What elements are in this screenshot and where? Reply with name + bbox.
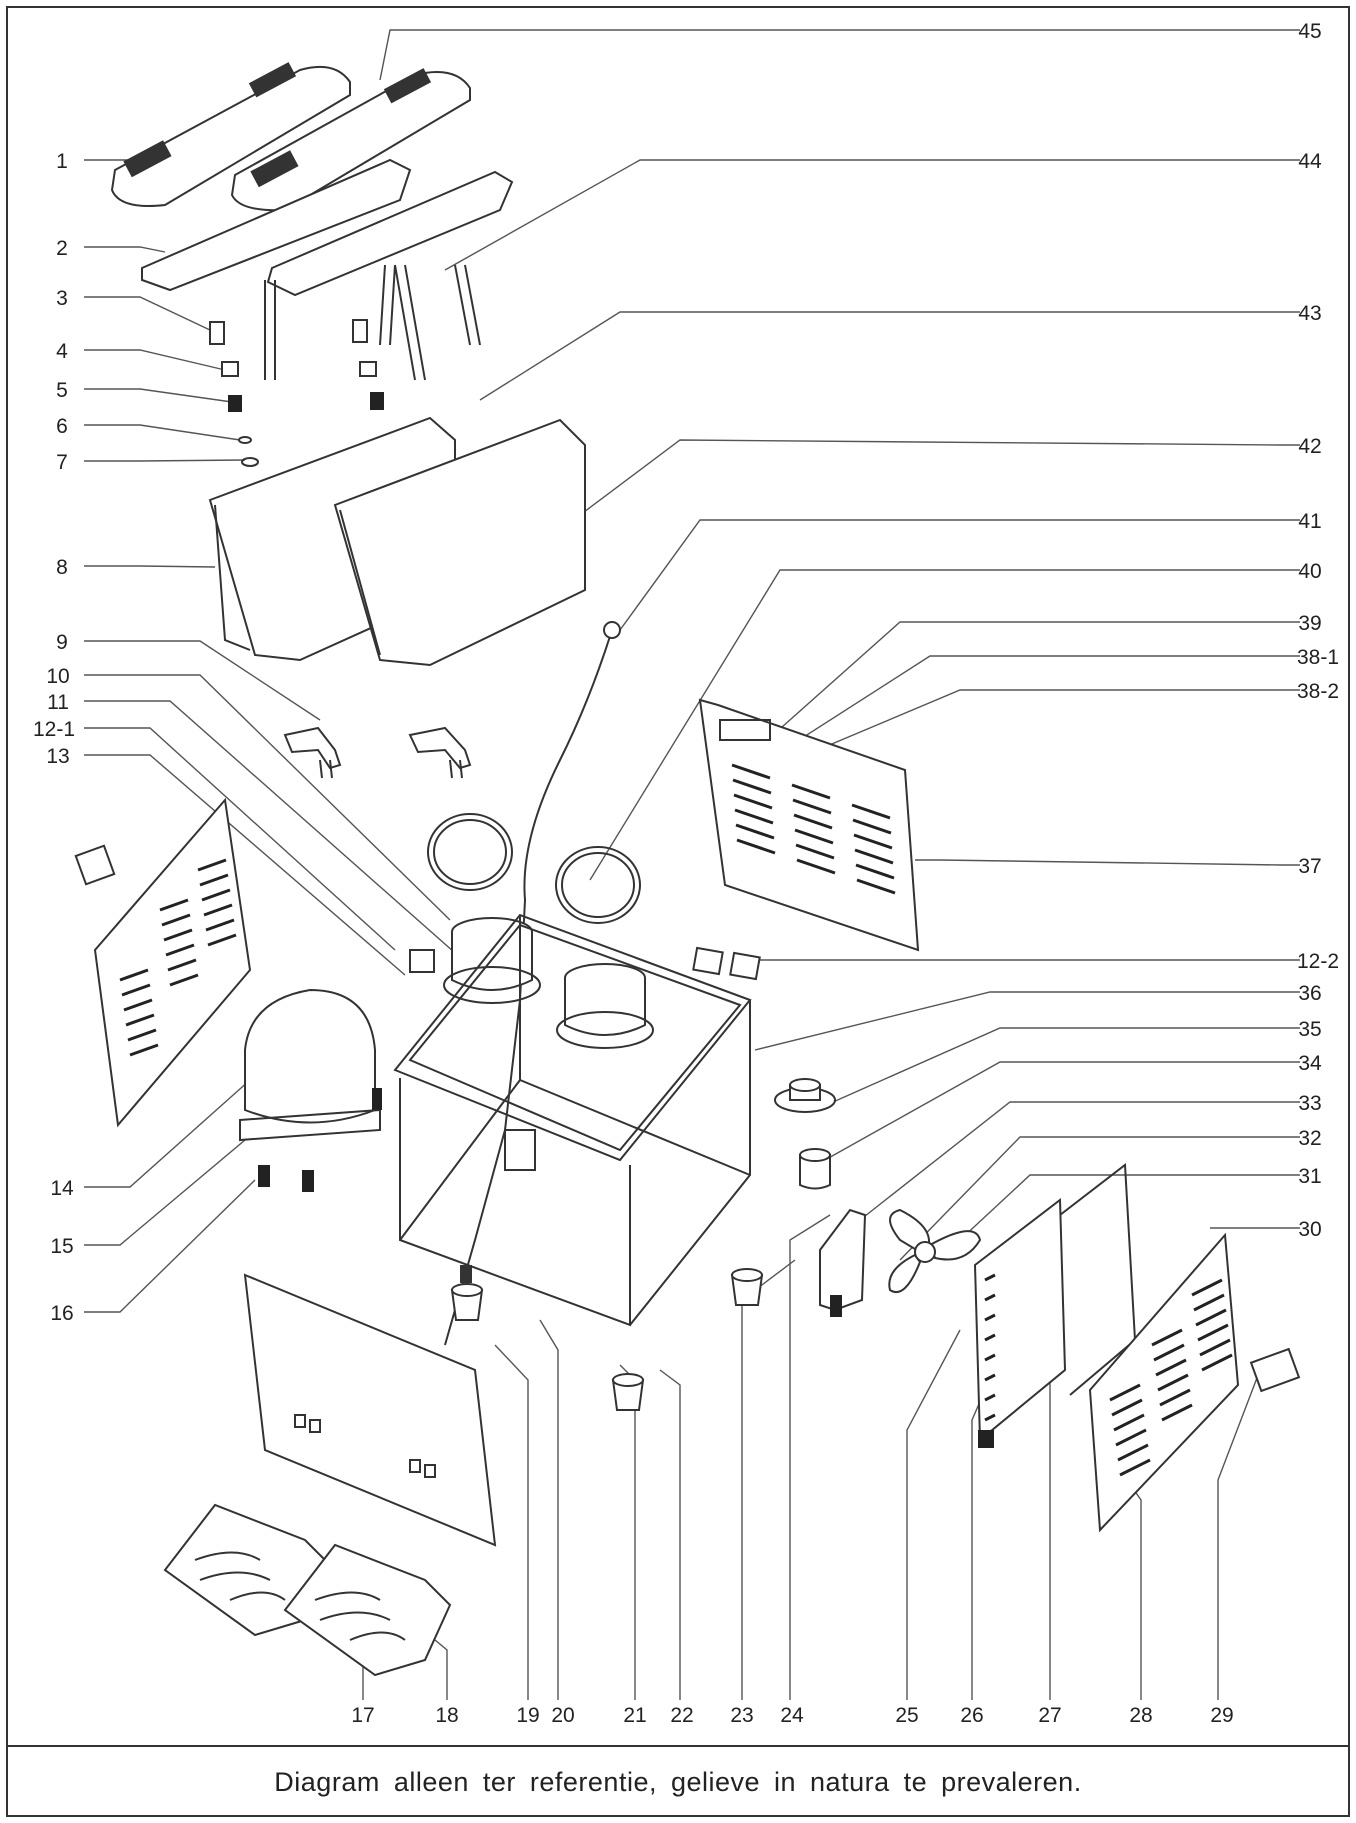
lid-base-right: [266, 170, 514, 297]
bowl-right: [333, 418, 586, 667]
front-panel: [243, 1273, 497, 1547]
label-42: 42: [1298, 435, 1321, 458]
label-19: 19: [516, 1704, 539, 1727]
label-12-2: 12-2: [1297, 950, 1339, 973]
label-24: 24: [780, 1704, 804, 1727]
label-39: 39: [1298, 612, 1321, 635]
diagram-caption: Diagram alleen ter referentie, gelieve i…: [274, 1766, 1082, 1797]
label-18: 18: [435, 1704, 458, 1727]
main-frame: [393, 913, 752, 1327]
label-13: 13: [46, 745, 69, 768]
label-29: 29: [1210, 1704, 1233, 1727]
label-16: 16: [50, 1302, 73, 1325]
lid-right: [230, 68, 471, 212]
label-38-2: 38-2: [1297, 680, 1339, 703]
condenser: [973, 1198, 1067, 1448]
rear-plug: [1249, 1347, 1301, 1393]
label-43: 43: [1298, 302, 1321, 325]
label-45: 45: [1298, 20, 1321, 43]
drip-tray-right: [283, 1543, 452, 1677]
rear-panel: [1088, 1232, 1240, 1533]
label-28: 28: [1129, 1704, 1152, 1727]
label-11: 11: [47, 691, 69, 714]
foot-right: [730, 1268, 764, 1306]
caption-bar: Diagram alleen ter referentie, gelieve i…: [6, 1745, 1350, 1817]
lid-left: [110, 62, 351, 207]
label-34: 34: [1298, 1052, 1322, 1075]
label-4: 4: [56, 340, 68, 363]
label-5: 5: [56, 379, 68, 402]
foot-center: [611, 1373, 645, 1411]
label-17: 17: [351, 1704, 374, 1727]
label-15: 15: [50, 1235, 73, 1258]
switch-front: [409, 949, 435, 973]
label-23: 23: [730, 1704, 753, 1727]
switch-left: [692, 946, 724, 976]
label-41: 41: [1298, 510, 1321, 533]
seal-ring-left: [427, 813, 513, 891]
label-25: 25: [895, 1704, 918, 1727]
lid-base-left: [141, 158, 412, 292]
gear-motor: [774, 1078, 836, 1113]
seal-ring-right: [555, 846, 641, 924]
foot-left: [450, 1265, 484, 1321]
label-35: 35: [1298, 1018, 1321, 1041]
label-8: 8: [56, 556, 68, 579]
label-20: 20: [551, 1704, 574, 1727]
label-37: 37: [1298, 855, 1321, 878]
label-6: 6: [56, 415, 68, 438]
label-12-1: 12-1: [33, 718, 75, 741]
machine-parts: [74, 62, 1301, 1677]
label-9: 9: [56, 631, 68, 654]
faucet-left: [283, 726, 342, 779]
label-32: 32: [1298, 1127, 1321, 1150]
evaporator-right: [556, 963, 654, 1049]
label-27: 27: [1038, 1704, 1061, 1727]
label-30: 30: [1298, 1218, 1321, 1241]
part-number-labels: 1 2 3 4 5 6 7 8 9 10 11 12-1 13 14 15 16…: [33, 20, 1339, 1727]
label-33: 33: [1298, 1092, 1321, 1115]
label-38-1: 38-1: [1297, 646, 1339, 669]
label-1: 1: [56, 150, 68, 173]
label-14: 14: [50, 1177, 74, 1200]
label-7: 7: [56, 451, 68, 474]
label-2: 2: [56, 237, 68, 260]
label-10: 10: [46, 665, 69, 688]
motor-cap: [799, 1148, 831, 1190]
label-22: 22: [670, 1704, 693, 1727]
fan-bracket: [819, 1208, 867, 1312]
label-44: 44: [1298, 150, 1322, 173]
label-31: 31: [1298, 1165, 1321, 1188]
left-side-panel: [74, 797, 252, 1128]
drier-filter: [504, 1129, 536, 1171]
label-21: 21: [623, 1704, 646, 1727]
condenser-fan: [888, 1208, 982, 1293]
label-3: 3: [56, 287, 68, 310]
dispense-rods: [264, 264, 481, 381]
label-40: 40: [1298, 560, 1321, 583]
label-36: 36: [1298, 982, 1321, 1005]
back-panel: [1059, 1163, 1137, 1396]
faucet-right: [408, 726, 472, 779]
compressor: [239, 988, 382, 1192]
label-26: 26: [960, 1704, 983, 1727]
right-side-panel: [698, 698, 920, 952]
sensor-wire: [444, 629, 613, 1346]
switch-right: [729, 951, 761, 981]
